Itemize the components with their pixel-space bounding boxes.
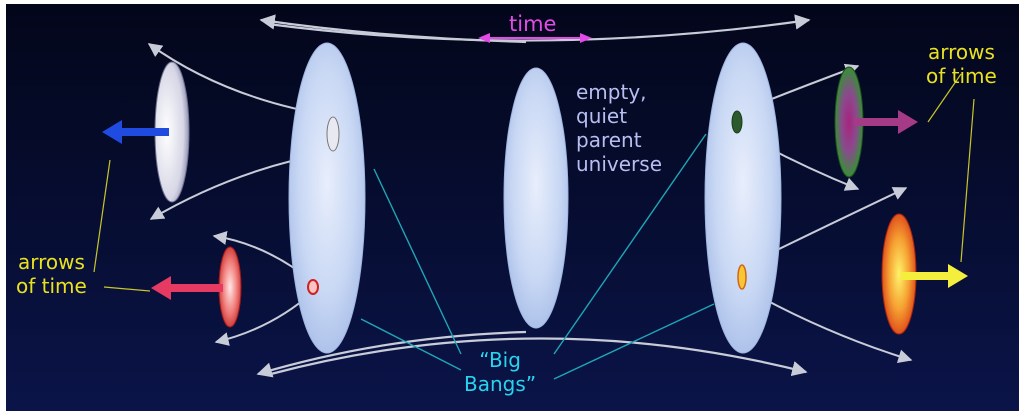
parent-universe-disc xyxy=(503,67,569,329)
purple-arrow-shaft xyxy=(854,118,904,126)
red-arrow-head xyxy=(151,276,171,300)
red-bang-mouth xyxy=(307,279,319,295)
yellow-arrow-shaft xyxy=(901,272,953,280)
arrows-of-time-line: of time xyxy=(16,274,87,298)
time-arrow-left-head xyxy=(478,33,490,43)
pointer-line-right-arrow xyxy=(927,73,962,123)
top-arc-right xyxy=(267,14,811,42)
big-bangs-line: Bangs” xyxy=(464,372,537,396)
time-arrow-right-head xyxy=(580,33,592,43)
blue-arrow-shaft xyxy=(113,128,169,136)
bottom-arc-left xyxy=(256,330,527,378)
bottom-arc-right xyxy=(270,337,808,377)
pointer-line-right-bang xyxy=(553,133,707,355)
green-bang-mouth xyxy=(731,110,743,134)
parent-universe-line: quiet xyxy=(576,104,628,128)
top-arc-left xyxy=(259,14,527,44)
right-big-bang-disc xyxy=(704,42,782,354)
pointer-line-left-bang-2 xyxy=(360,318,462,371)
big-bangs-line: “Big xyxy=(479,348,521,372)
arrows-of-time-line: arrows xyxy=(17,250,85,274)
big-bangs-label: “Big Bangs” xyxy=(464,348,536,396)
parent-universe-label: empty, quiet parent universe xyxy=(576,80,662,176)
pointer-line-left-arrow xyxy=(93,159,111,273)
parent-universe-line: parent xyxy=(576,128,642,152)
parent-universe-line: empty, xyxy=(576,80,647,104)
yellow-arrow-head xyxy=(948,264,968,288)
red-arrow-shaft xyxy=(161,284,223,292)
white-bang-mouth xyxy=(326,116,340,152)
time-label: time xyxy=(509,12,557,36)
purple-arrow-head xyxy=(898,110,918,134)
arrows-of-time-line: arrows xyxy=(927,40,995,64)
pointer-line-right-bang-2 xyxy=(553,303,715,380)
pointer-line-left-bang xyxy=(373,168,462,355)
pointer-line-right-arrow-2 xyxy=(960,98,975,263)
arrows-of-time-right-label: arrows of time xyxy=(926,40,997,88)
orange-bang-mouth xyxy=(737,264,747,290)
left-big-bang-disc xyxy=(288,42,366,354)
arrows-of-time-line: of time xyxy=(926,64,997,88)
parent-universe-line: universe xyxy=(576,152,662,176)
diagram-svg xyxy=(6,4,1019,411)
blue-arrow-head xyxy=(102,120,122,144)
diagram-canvas: time empty, quiet parent universe arrows… xyxy=(6,4,1019,411)
arrows-of-time-left-label: arrows of time xyxy=(16,250,87,298)
pointer-line-left-arrow-2 xyxy=(103,286,151,292)
